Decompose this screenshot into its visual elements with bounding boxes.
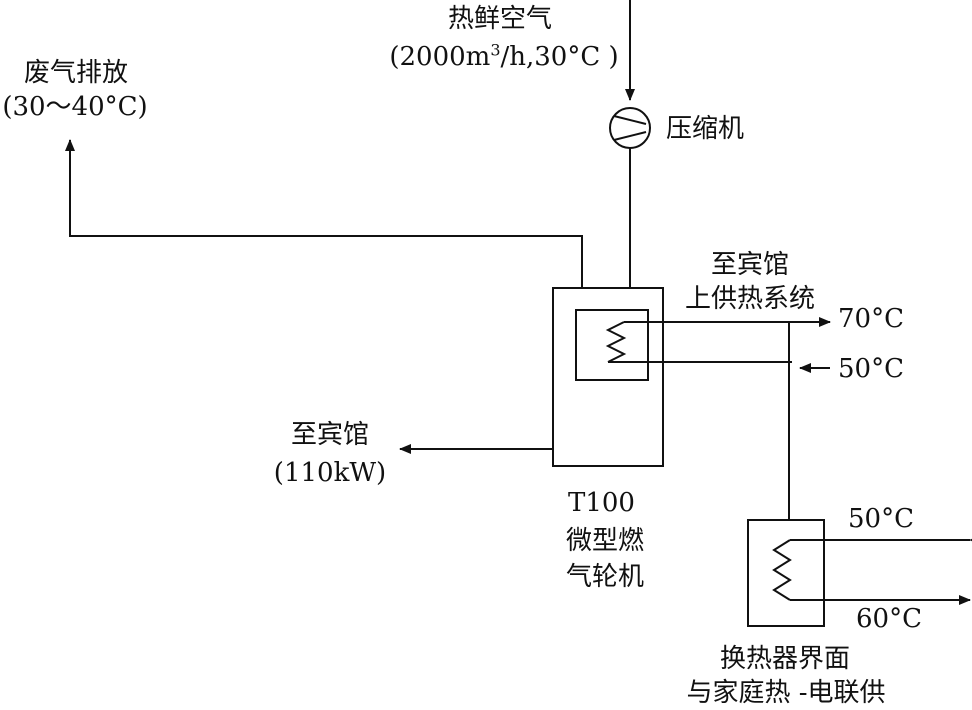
exhaust-line [65,139,582,288]
heat-exchanger-label-line1: 换热器界面 [719,644,850,674]
fresh-air-spec-sup: 3 [490,40,501,60]
power-output-line2: (110kW) [273,458,387,488]
turbine-label-line2: 微型燃 [566,526,645,556]
household-coil-icon [774,540,790,600]
turbine-heat-exchanger [576,310,648,380]
hotel-supply-temp: 70°C [838,304,904,334]
fresh-air-title: 热鲜空气 [447,4,552,34]
household-heat-exchanger-box [748,520,824,626]
hotel-heating-line2: 上供热系统 [684,284,815,314]
fresh-air-spec: (2000m3/h,30°C ) [388,42,620,72]
compressor-label: 压缩机 [666,114,745,144]
hotel-return-temp: 50°C [838,354,904,384]
fresh-air-spec-suffix: /h,30°C ) [500,42,619,72]
turbine-label-line3: 气轮机 [566,562,645,592]
compressor-icon [610,108,650,148]
heat-exchanger-label-line2: 与家庭热 -电联供 [686,678,886,708]
exhaust-temp: (30～40°C) [2,92,148,122]
turbine-coil-icon [608,322,624,362]
household-in-temp: 50°C [848,504,914,534]
power-output-line1: 至宾馆 [290,420,369,450]
household-out-temp: 60°C [856,604,922,634]
fresh-air-spec-prefix: (2000m [389,42,491,72]
exhaust-title: 废气排放 [23,58,128,88]
turbine-label-line1: T100 [568,488,635,518]
hotel-heating-line1: 至宾馆 [710,250,789,280]
turbine-box [553,288,663,466]
